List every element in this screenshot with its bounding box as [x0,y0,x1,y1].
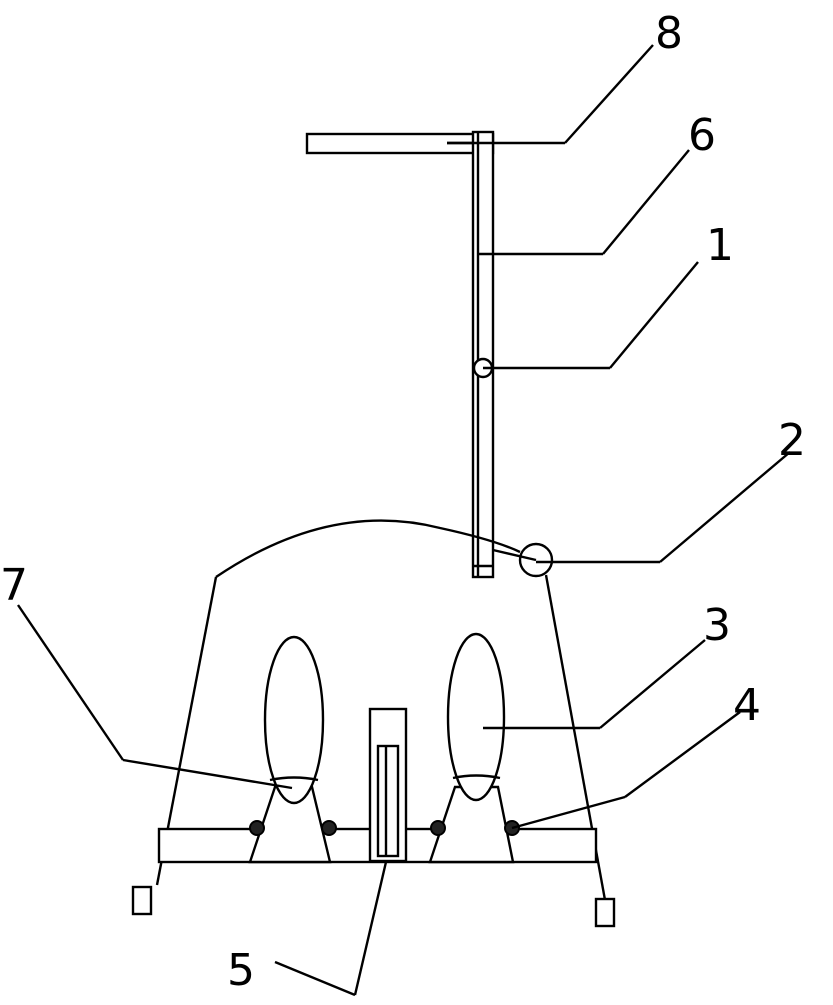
leader-7 [18,605,123,760]
label-7: 7 [0,560,28,611]
label-4: 4 [733,680,761,731]
label-8: 8 [655,8,683,59]
leader-8-slant [565,45,653,143]
label-3: 3 [703,600,731,651]
leader-2-slant [660,452,790,562]
leader-7-horizontal [123,760,292,788]
center-slot [378,746,398,856]
leader-5-slant [275,962,355,995]
leader-1-slant [610,262,698,368]
leader-5 [355,862,386,995]
right-foot [596,899,614,926]
left-foot [133,887,151,914]
leader-6-slant [603,150,689,254]
leader-4-slant [625,712,740,797]
label-5: 5 [227,945,255,996]
right-bearing-a [431,821,445,835]
leader-3-slant [600,640,705,728]
vertical-pole [473,132,493,577]
label-6: 6 [688,110,716,161]
leader-4 [512,797,625,828]
left-bearing-a [250,821,264,835]
label-2: 2 [778,415,806,466]
label-1: 1 [706,220,734,271]
left-bearing-b [322,821,336,835]
